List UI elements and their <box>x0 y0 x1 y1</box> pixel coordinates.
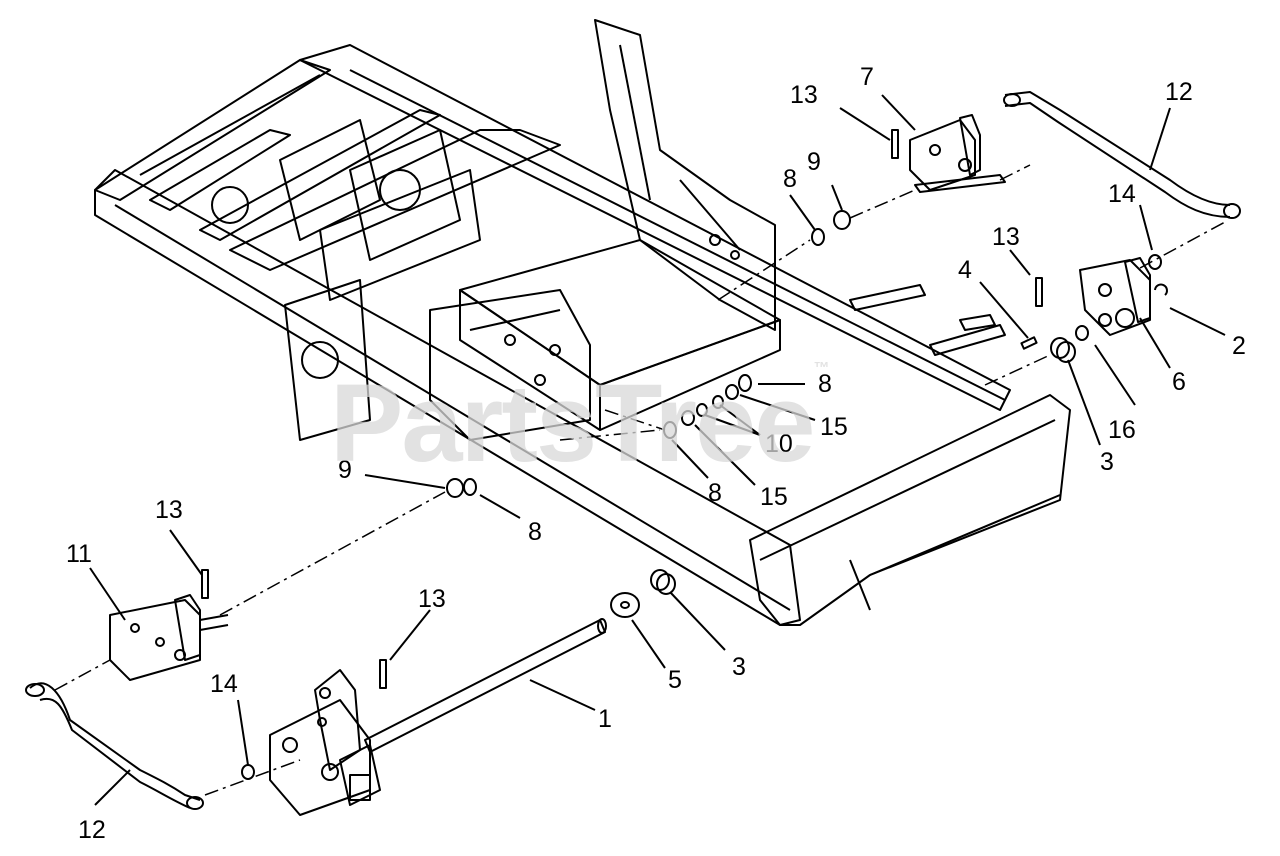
callout-10: 10 <box>765 430 793 458</box>
part-1-cross-shaft <box>364 618 607 753</box>
callout-15: 15 <box>760 483 788 511</box>
callout-13: 13 <box>992 223 1020 251</box>
callout-3: 3 <box>1100 448 1114 476</box>
leader-lines <box>89 94 1226 806</box>
part-12-lift-link-upper <box>1003 91 1241 219</box>
callout-12: 12 <box>1165 78 1193 106</box>
callout-14: 14 <box>210 670 238 698</box>
callout-2: 2 <box>1232 332 1246 360</box>
callout-1: 1 <box>598 705 612 733</box>
callout-3: 3 <box>732 653 746 681</box>
part-11-bracket <box>109 594 229 681</box>
part-12-lift-link-lower <box>25 682 204 810</box>
callout-labels: 1 2 3 3 4 5 6 7 8 8 8 8 9 9 10 11 12 12 … <box>66 63 1246 844</box>
part-7-bracket <box>909 114 1006 193</box>
callout-8: 8 <box>783 165 797 193</box>
callout-4: 4 <box>958 256 972 284</box>
lift-bracket-assembly-lower <box>269 669 381 816</box>
chassis-frame <box>94 19 1071 626</box>
callout-8: 8 <box>528 518 542 546</box>
callout-8: 8 <box>818 370 832 398</box>
callout-12: 12 <box>78 816 106 844</box>
callout-5: 5 <box>668 666 682 694</box>
callout-15: 15 <box>820 413 848 441</box>
callout-14: 14 <box>1108 180 1136 208</box>
callout-16: 16 <box>1108 416 1136 444</box>
assembly-centerlines <box>54 164 1226 796</box>
callout-13: 13 <box>418 585 446 613</box>
callout-6: 6 <box>1172 368 1186 396</box>
hardware <box>201 129 1168 780</box>
callout-9: 9 <box>807 148 821 176</box>
callout-11: 11 <box>66 540 92 568</box>
callout-7: 7 <box>860 63 874 91</box>
callout-9: 9 <box>338 456 352 484</box>
callout-13: 13 <box>155 496 183 524</box>
part-6-bracket <box>1079 257 1151 336</box>
callout-8: 8 <box>708 479 722 507</box>
callout-13: 13 <box>790 81 818 109</box>
